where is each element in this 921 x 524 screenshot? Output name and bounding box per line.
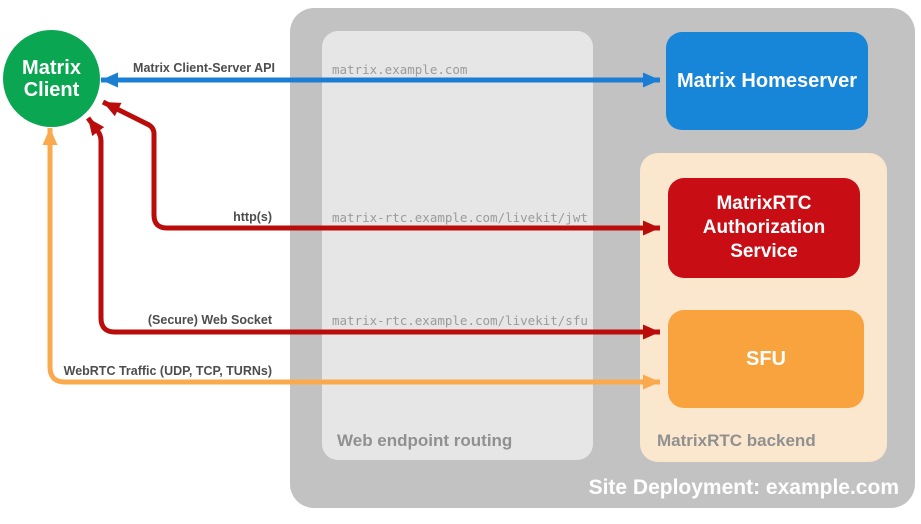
matrix-client-label: Matrix Client xyxy=(22,56,81,101)
web-endpoint-routing-label: Web endpoint routing xyxy=(337,431,513,450)
endpoint-livekit-sfu: matrix-rtc.example.com/livekit/sfu xyxy=(332,313,588,328)
web-endpoint-routing-container: Web endpoint routing xyxy=(322,31,593,460)
node-sfu: SFU xyxy=(668,310,864,408)
client-server-api-label: Matrix Client-Server API xyxy=(133,61,275,75)
matrixrtc-authorization-service-label: MatrixRTC Authorization Service xyxy=(702,193,826,262)
node-matrix-homeserver: Matrix Homeserver xyxy=(666,32,868,130)
web-socket-label: (Secure) Web Socket xyxy=(147,313,272,327)
site-deployment-title: Site Deployment: example.com xyxy=(588,476,899,499)
endpoint-matrix-example-com: matrix.example.com xyxy=(332,62,468,77)
https-label: http(s) xyxy=(233,210,272,224)
matrix-homeserver-label: Matrix Homeserver xyxy=(676,69,858,92)
matrixrtc-backend-label: MatrixRTC backend xyxy=(657,431,816,450)
endpoint-livekit-jwt: matrix-rtc.example.com/livekit/jwt xyxy=(332,210,588,225)
node-matrix-client: Matrix Client xyxy=(3,30,100,127)
sfu-label: SFU xyxy=(746,347,786,370)
node-matrixrtc-authorization-service: MatrixRTC Authorization Service xyxy=(668,178,860,278)
webrtc-traffic-label: WebRTC Traffic (UDP, TCP, TURNs) xyxy=(63,364,272,378)
